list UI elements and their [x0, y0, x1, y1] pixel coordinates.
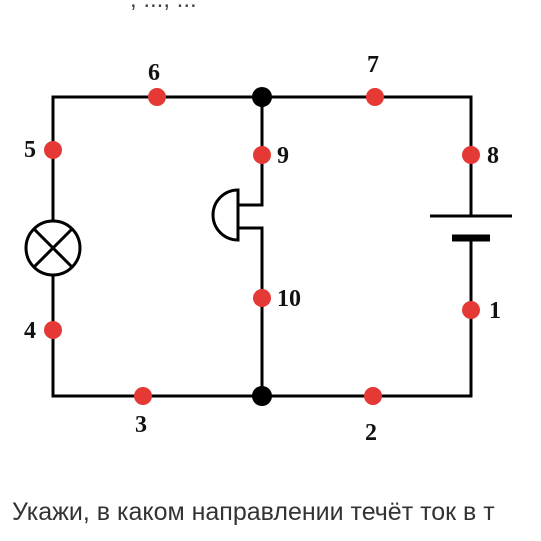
- push-button-switch-icon: [211, 188, 262, 242]
- cropped-top-text: , ..., ...: [130, 0, 197, 14]
- point-4: [44, 321, 62, 339]
- point-2: [364, 387, 382, 405]
- label-10: 10: [277, 286, 301, 312]
- junctions: [252, 87, 272, 406]
- label-6: 6: [148, 60, 160, 86]
- lamp-icon: [24, 219, 82, 277]
- label-9: 9: [277, 143, 289, 169]
- label-7: 7: [367, 52, 379, 78]
- point-6: [148, 88, 166, 106]
- question-text: Укажи, в каком направлении течёт ток в т: [12, 498, 495, 526]
- point-9: [253, 146, 271, 164]
- label-3: 3: [135, 412, 147, 438]
- circuit-wires: [51, 95, 473, 398]
- point-8: [462, 146, 480, 164]
- point-10: [253, 289, 271, 307]
- point-labels: 1 2 3 4 5 6 7 8 9 10: [24, 52, 501, 446]
- point-3: [134, 387, 152, 405]
- label-8: 8: [487, 143, 499, 169]
- point-1: [462, 301, 480, 319]
- label-4: 4: [24, 318, 36, 344]
- circuit-points: [44, 88, 480, 405]
- point-7: [366, 88, 384, 106]
- junction-bottom: [252, 386, 272, 406]
- label-1: 1: [489, 298, 501, 324]
- point-5: [44, 141, 62, 159]
- label-5: 5: [24, 137, 36, 163]
- battery-icon: [430, 214, 512, 242]
- junction-top: [252, 87, 272, 107]
- label-2: 2: [365, 420, 377, 446]
